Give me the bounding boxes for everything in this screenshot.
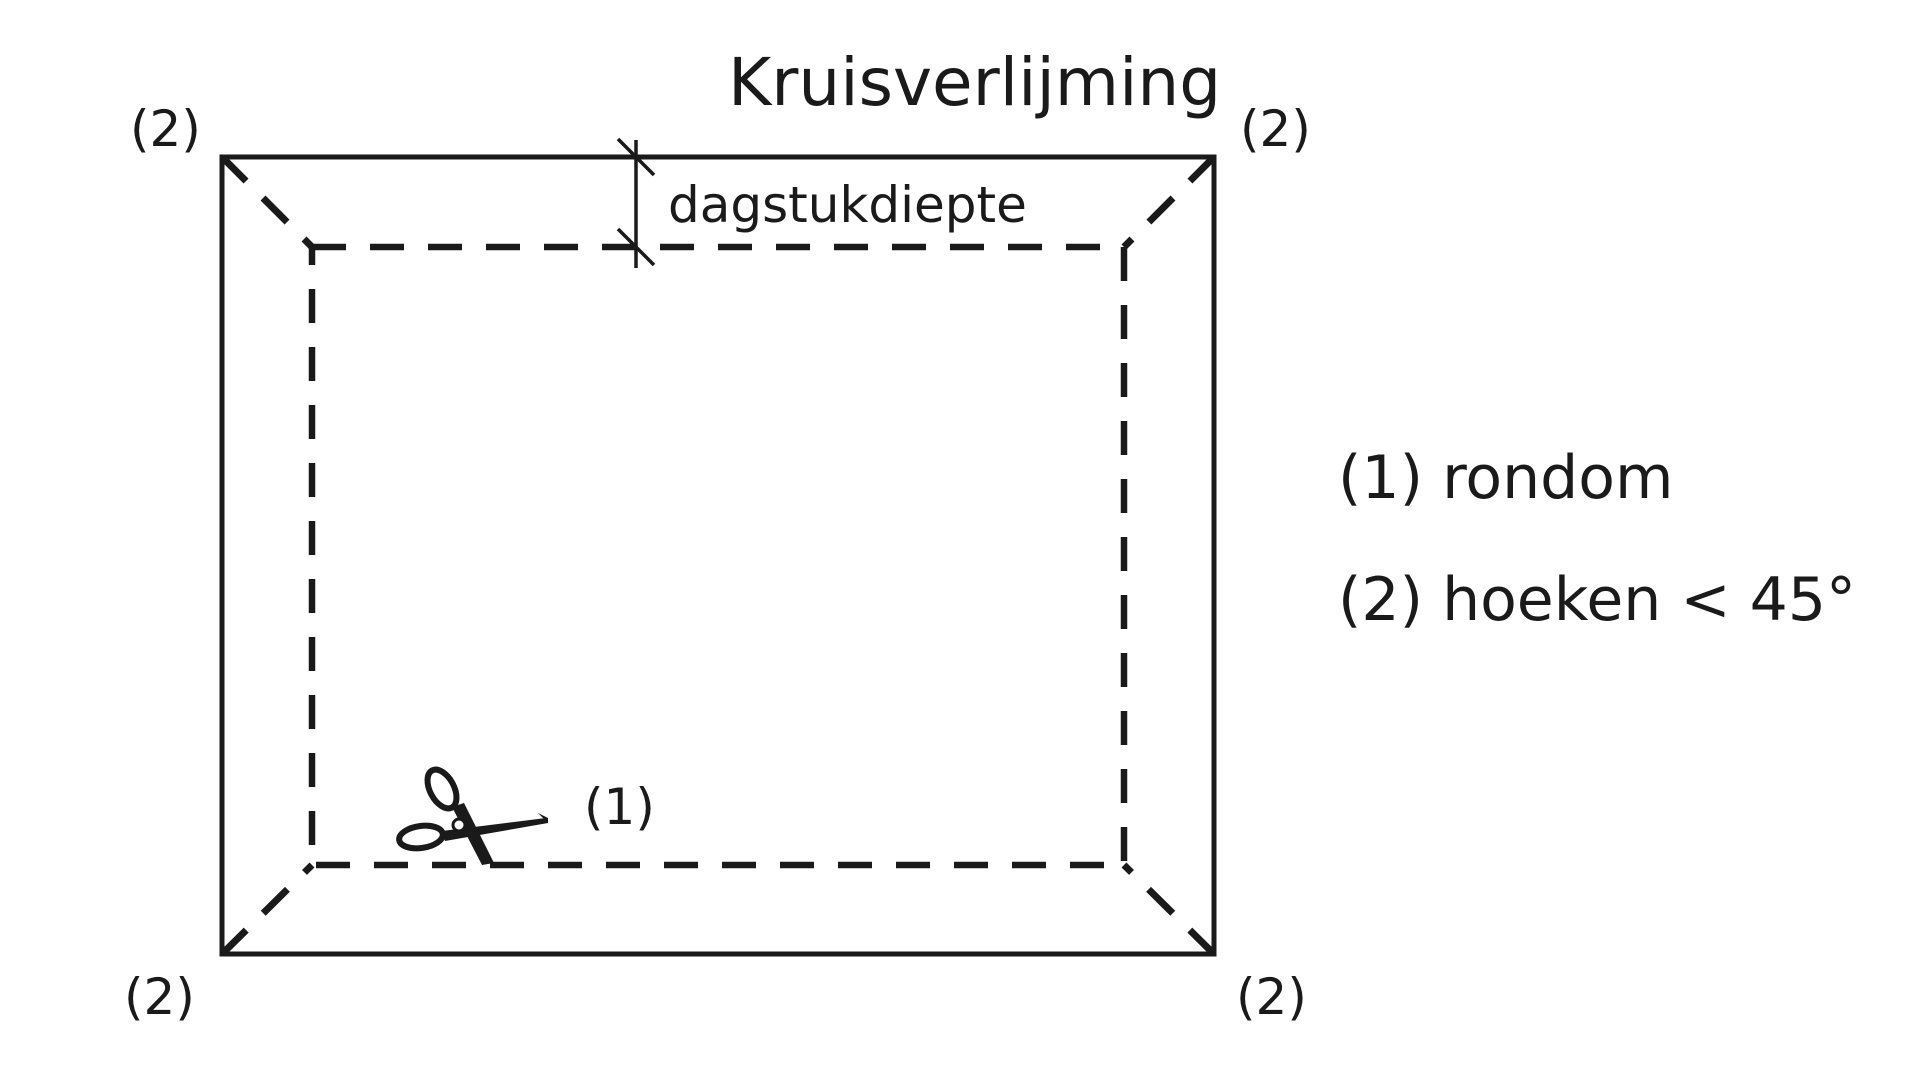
scissors-icon xyxy=(396,766,548,865)
dimension-label: dagstukdiepte xyxy=(668,176,1027,234)
miter-line-top-left xyxy=(219,154,315,250)
diagram-title: Kruisverlijming xyxy=(728,44,1221,121)
miter-line-bottom-right xyxy=(1121,862,1217,957)
outer-frame xyxy=(219,154,1217,957)
depth-dimension xyxy=(616,137,656,268)
miter-line-bottom-left xyxy=(219,862,315,957)
corner-marker-bottom-left: (2) xyxy=(124,968,195,1026)
corner-marker-top-right: (2) xyxy=(1240,100,1311,158)
corner-marker-top-left: (2) xyxy=(130,100,201,158)
legend-item-hoeken: (2) hoeken < 45° xyxy=(1338,565,1856,635)
inner-dashed-frame xyxy=(308,243,1128,869)
miter-line-top-right xyxy=(1121,154,1217,250)
corner-marker-bottom-right: (2) xyxy=(1236,968,1307,1026)
legend-item-rondom: (1) rondom xyxy=(1338,443,1673,513)
cut-marker: (1) xyxy=(584,778,655,836)
